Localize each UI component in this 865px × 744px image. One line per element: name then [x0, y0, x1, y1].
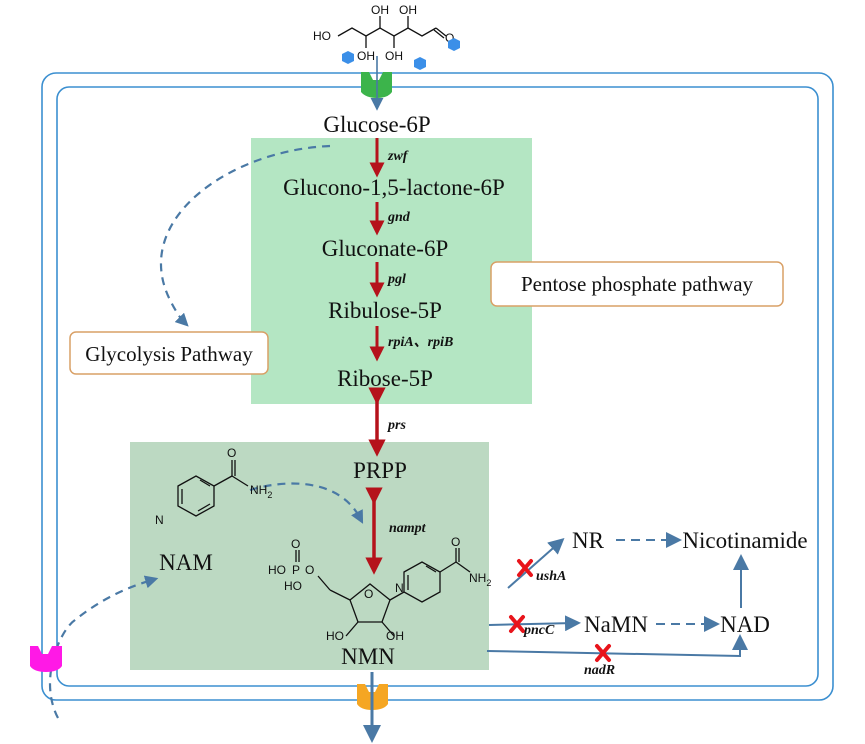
nam-o-label: O — [227, 446, 236, 460]
nam-import-transporter-icon — [30, 646, 62, 672]
nmn-carbonyl-o-label: O — [451, 535, 460, 549]
inner-membrane — [56, 86, 819, 687]
gene-nadR: nadR — [584, 663, 615, 678]
glucose-oh-label-1: OH — [371, 3, 389, 17]
gene-pncC: pncC — [523, 623, 555, 638]
glucose-o-label: O — [445, 31, 454, 45]
nam-n-label: N — [155, 513, 164, 527]
nmn-n-label: N — [395, 581, 404, 595]
gene-ushA: ushA — [536, 569, 566, 584]
glucose-oh-label-4: OH — [385, 49, 403, 63]
nmn-ho-label: HO — [268, 563, 286, 577]
gene-nampt: nampt — [389, 521, 427, 536]
nmn-oh-label: OH — [386, 629, 404, 643]
metabolite-nr: NR — [572, 528, 605, 553]
metabolite-gluconate-6p: Gluconate-6P — [322, 236, 448, 261]
gene-prs: prs — [387, 418, 406, 433]
glycolysis-label-box — [69, 331, 269, 375]
metabolite-glucose-6p: Glucose-6P — [323, 112, 430, 137]
outer-membrane — [41, 72, 834, 701]
glucose-hexagon-icon — [448, 38, 460, 51]
pentose-region — [251, 138, 532, 404]
nmn-structure — [295, 548, 471, 637]
nam-to-nmn-dashed-arrow — [249, 482, 364, 524]
glycolysis-pathway-label: Glycolysis Pathway — [85, 342, 253, 366]
nadR-arrow — [486, 634, 748, 658]
nadR-knockout-icon — [595, 644, 611, 662]
glucose-hexagon-icon — [342, 51, 354, 64]
nmn-ho-label-3: HO — [326, 629, 344, 643]
ushA-arrow — [507, 538, 565, 589]
metabolite-nam: NAM — [159, 550, 213, 575]
ushA-knockout-icon — [517, 559, 533, 577]
metabolite-nicotinamide: Nicotinamide — [682, 528, 807, 553]
nmn-o-label: O — [291, 537, 300, 551]
glucose-molecule — [337, 16, 447, 48]
gene-rpi: rpiA、rpiB — [388, 335, 453, 350]
metabolite-nmn: NMN — [341, 644, 395, 669]
metabolite-prpp: PRPP — [353, 458, 407, 483]
metabolite-ribulose-5p: Ribulose-5P — [328, 298, 442, 323]
metabolite-nad: NAD — [720, 612, 770, 637]
nam-import-dashed-arrow — [48, 575, 159, 719]
metabolite-namn: NaMN — [584, 612, 648, 637]
gene-pgl: pgl — [387, 272, 406, 287]
glucose-ho-label: HO — [313, 29, 331, 43]
gene-zwf: zwf — [387, 149, 409, 164]
gene-gnd: gnd — [387, 210, 411, 225]
nmn-nh2-label: NH2 — [469, 571, 491, 588]
nmn-p-label: P — [292, 563, 300, 577]
nam-structure — [177, 460, 249, 517]
nmn-ho-label-2: HO — [284, 579, 302, 593]
glucose-hexagon-icon — [414, 57, 426, 70]
nmn-o-label-2: O — [305, 563, 314, 577]
metabolite-ribose-5p: Ribose-5P — [337, 366, 433, 391]
nam-nh2-label: NH2 — [250, 483, 272, 500]
metabolite-glucono-lactone: Glucono-1,5-lactone-6P — [283, 175, 505, 200]
pncC-knockout-icon — [509, 615, 525, 633]
glucose-oh-label-3: OH — [357, 49, 375, 63]
pentose-label-box — [490, 261, 784, 307]
pentose-pathway-label: Pentose phosphate pathway — [521, 272, 754, 296]
pncC-arrow — [488, 615, 581, 632]
glucose-oh-label-2: OH — [399, 3, 417, 17]
nmn-ring-o-label: O — [364, 587, 373, 601]
